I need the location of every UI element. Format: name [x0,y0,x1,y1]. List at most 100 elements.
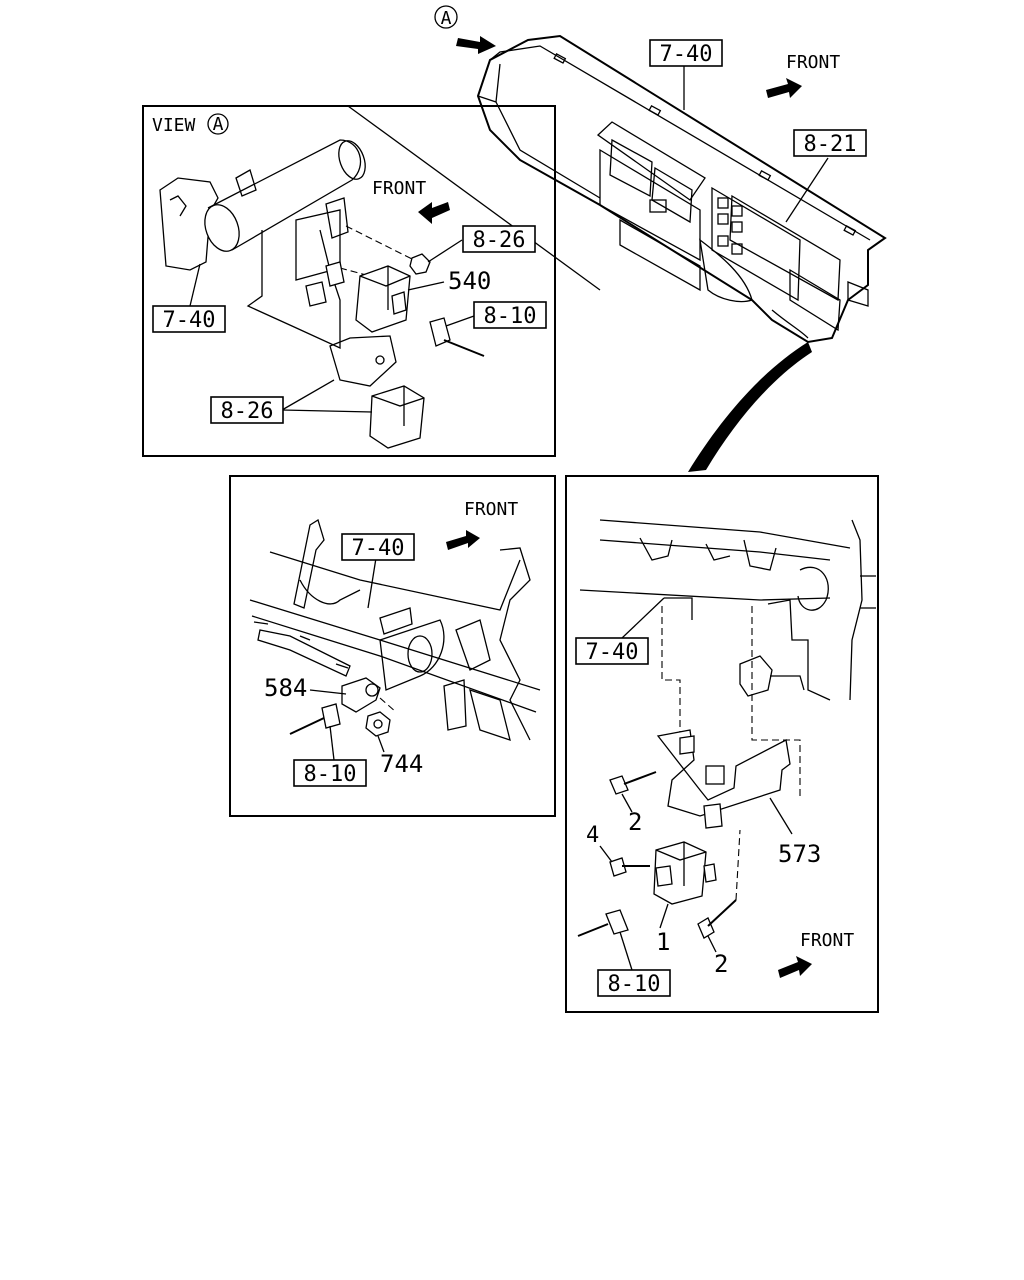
mid-right-plate-top [664,597,693,620]
mid-left-plate [379,607,413,635]
ref-box-mid-right-8-10 [597,969,671,997]
dashboard-radio-panel [599,148,701,262]
callout-curve-pointer [688,342,812,472]
leader-mid-right-573 [769,797,793,835]
dashboard-end-clip [847,281,869,307]
mid-left-hole [407,635,433,673]
leader-mid-left-8-10 [329,725,335,761]
mid-right-top-beam [599,519,851,561]
ref-box-mid-right-7-40 [575,637,649,665]
dashboard-lower-curve [771,309,809,339]
mid-right-dash-path-2 [751,606,801,800]
view-a-connector-2 [305,281,327,307]
ref-box-mid-left-8-10 [293,759,367,787]
view-a-lower-relay-edges [371,386,425,426]
mid-right-screw-4 [609,857,627,877]
view-a-connector-line [347,105,601,291]
leader-mid-right-8-10 [619,931,633,971]
ref-view-8-26-bottom: 8-26 [221,399,274,424]
mid-right-wire [577,923,609,937]
dashboard-switch-panel [711,186,801,302]
ref-box-dash-8-21 [793,129,867,157]
mid-left-dash [379,697,397,713]
front-label-mid-left: FRONT [464,499,518,520]
middle-right-frame [565,475,879,1013]
mid-right-tube-end [797,566,829,611]
mid-left-lower-tab [469,689,511,741]
mid-right-relay-tab [703,863,717,883]
front-arrow-mid-right-icon [778,956,812,978]
leader-view-7-40 [189,263,201,307]
mid-left-sensor-eye [365,683,379,697]
view-a-wire [443,339,485,357]
mid-left-nut-744 [365,711,391,737]
view-a-title: VIEW [152,115,196,136]
view-a-relay-edges [359,266,411,310]
view-a-mount-plate [246,229,341,350]
dashboard-slots [553,53,857,236]
mid-left-upper-beam [269,551,521,611]
leader-view-8-26-top [427,239,463,263]
mid-right-573-mount [679,735,695,755]
dashboard-lower-edge [495,101,601,199]
view-a-tube-end [204,204,240,252]
dashboard-gauge-cluster [729,194,841,302]
mid-right-bolt-2-top [609,775,629,795]
leader-mid-left-744 [377,735,385,753]
mid-right-plug [605,909,629,935]
mid-right-573-tab [703,803,723,829]
mid-right-pillar [849,519,863,701]
leader-dash-8-21 [785,157,829,223]
mid-left-nut-hole [373,719,383,729]
dashboard-illustration: A [434,5,887,472]
mid-left-pin-2 [299,635,311,641]
mid-right-relay-edges [655,842,707,886]
part-view-540: 540 [448,267,491,295]
leader-mid-right-1 [659,903,669,929]
ref-box-dash-7-40 [649,39,723,67]
view-a-bolt-hole [375,355,385,365]
mid-right-clip-3 [743,539,777,571]
front-arrow-top-icon [766,78,802,98]
view-a-tube-far-end [338,140,366,180]
ref-dash-7-40: 7-40 [660,42,713,67]
view-a-lower-relay [369,385,425,449]
view-a-nut [409,253,431,275]
view-a-title-letter: A [213,114,224,135]
dashboard-control-strip [619,218,701,292]
mid-left-pillar [293,518,325,609]
ref-box-view-8-26-bottom [210,396,284,424]
mid-right-cross-line [579,589,831,601]
dashboard-top-edge [489,45,871,241]
middle-left-panel: FRONT 7-40 584 [229,475,556,817]
part-mid-right-1: 1 [656,928,670,956]
leader-mid-left-7-40 [367,557,377,609]
view-a-hinge [325,197,349,239]
mid-left-right-frame [499,547,531,741]
view-a-marker-circle [434,5,458,29]
mid-right-hook [739,655,773,697]
mid-right-relay-plug [655,865,673,887]
part-mid-right-573: 573 [778,840,821,868]
ref-box-view-8-26-top [462,225,536,253]
leader-mid-right-4 [599,845,613,863]
leader-view-540 [407,281,445,291]
view-a-frame [142,105,556,457]
dashboard-right-switches [789,268,841,332]
mid-left-sensor-584 [341,677,381,713]
mid-left-pin-1 [253,621,269,625]
mid-left-mount [379,619,445,691]
ref-view-8-10: 8-10 [484,304,537,329]
front-label-mid-right: FRONT [800,930,854,951]
view-a-marker-letter: A [441,8,452,29]
leader-mid-right-2a [621,793,633,813]
leader-view-8-26-bottom-b [281,409,373,413]
view-a-small-connector [325,261,345,287]
ref-mid-left-7-40: 7-40 [352,536,405,561]
front-arrow-view-a-icon [418,202,450,224]
leader-view-8-10 [445,315,475,327]
mid-left-lower-rail [257,629,351,677]
middle-right-panel: 7-40 573 4 2 1 2 8-10 FRONT [565,475,879,1013]
ref-box-mid-left-7-40 [341,533,415,561]
dashboard-vent-right [651,166,693,224]
